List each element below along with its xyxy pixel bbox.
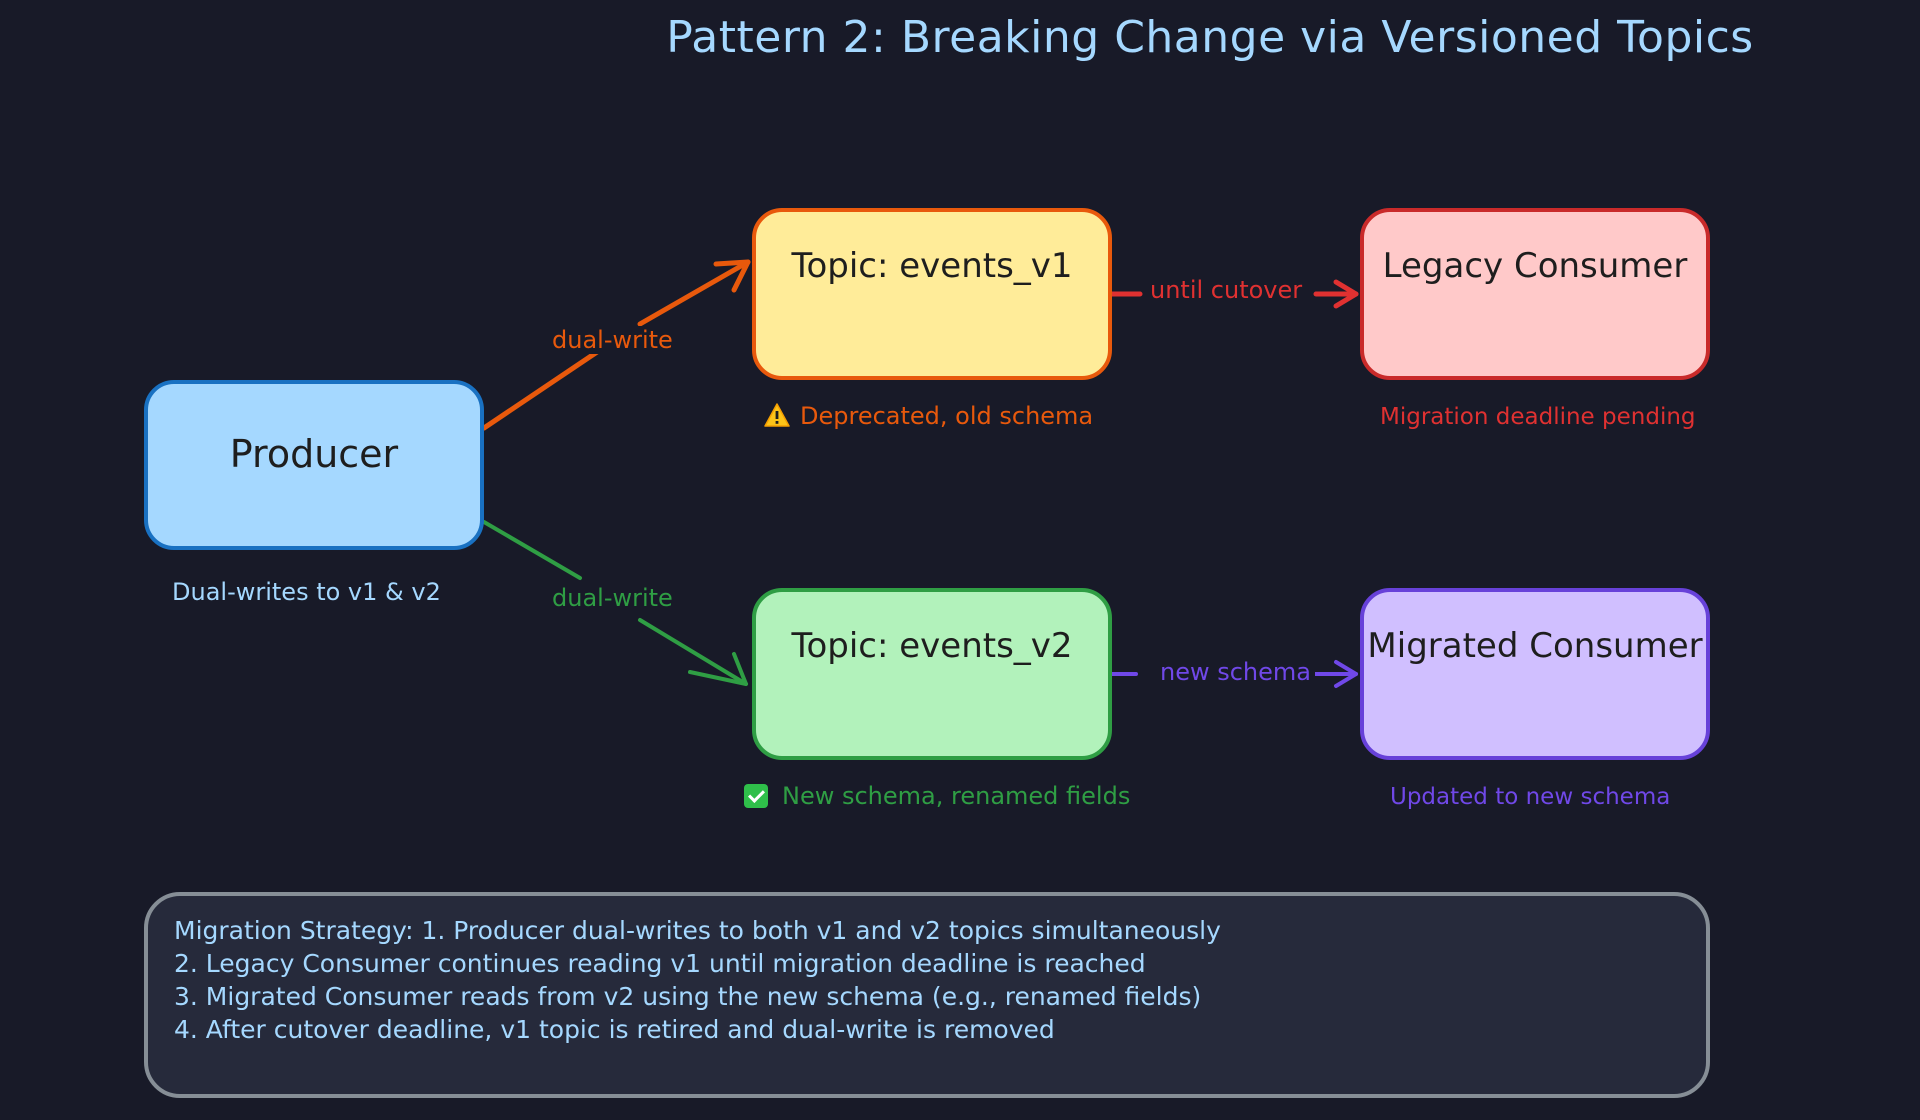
caption-topic-v1-text: Deprecated, old schema: [800, 402, 1094, 430]
edge-label-dual-write-v2: dual-write: [548, 584, 677, 612]
diagram-title: Pattern 2: Breaking Change via Versioned…: [666, 12, 1754, 63]
strategy-line: 2. Legacy Consumer continues reading v1 …: [174, 949, 1146, 978]
edge-label-dual-write-v1: dual-write: [548, 326, 677, 354]
arrowhead-v2: [688, 652, 748, 686]
caption-topic-v1: Deprecated, old schema: [764, 402, 1093, 430]
node-legacy-consumer[interactable]: Legacy Consumer: [1360, 208, 1710, 380]
edge-label-until-cutover: until cutover: [1146, 276, 1307, 304]
caption-topic-v2-text: New schema, renamed fields: [782, 782, 1131, 810]
strategy-line: 3. Migrated Consumer reads from v2 using…: [174, 982, 1202, 1011]
arrowhead-migrated: [1334, 660, 1358, 688]
arrowhead-legacy: [1333, 279, 1359, 309]
caption-producer: Dual-writes to v1 & v2: [172, 578, 441, 606]
strategy-line: Migration Strategy: 1. Producer dual-wri…: [174, 916, 1221, 945]
node-topic-v2-label: Topic: events_v2: [791, 626, 1073, 666]
node-topic-v1-label: Topic: events_v1: [791, 246, 1073, 286]
caption-migrated-consumer: Updated to new schema: [1390, 784, 1671, 810]
arrowhead-v1: [713, 259, 751, 293]
node-topic-v1[interactable]: Topic: events_v1: [752, 208, 1112, 380]
node-producer[interactable]: Producer: [144, 380, 484, 550]
node-migrated-consumer-label: Migrated Consumer: [1367, 626, 1703, 666]
node-legacy-consumer-label: Legacy Consumer: [1382, 246, 1688, 286]
node-producer-label: Producer: [229, 432, 399, 476]
strategy-line: 4. After cutover deadline, v1 topic is r…: [174, 1015, 1055, 1044]
node-migrated-consumer[interactable]: Migrated Consumer: [1360, 588, 1710, 760]
caption-topic-v2: New schema, renamed fields: [744, 782, 1130, 810]
migration-strategy-note: Migration Strategy: 1. Producer dual-wri…: [144, 892, 1710, 1098]
caption-legacy-consumer: Migration deadline pending: [1380, 404, 1696, 430]
node-topic-v2[interactable]: Topic: events_v2: [752, 588, 1112, 760]
warning-icon: [764, 403, 790, 427]
edge-label-new-schema: new schema: [1156, 658, 1315, 686]
check-icon: [744, 784, 768, 808]
